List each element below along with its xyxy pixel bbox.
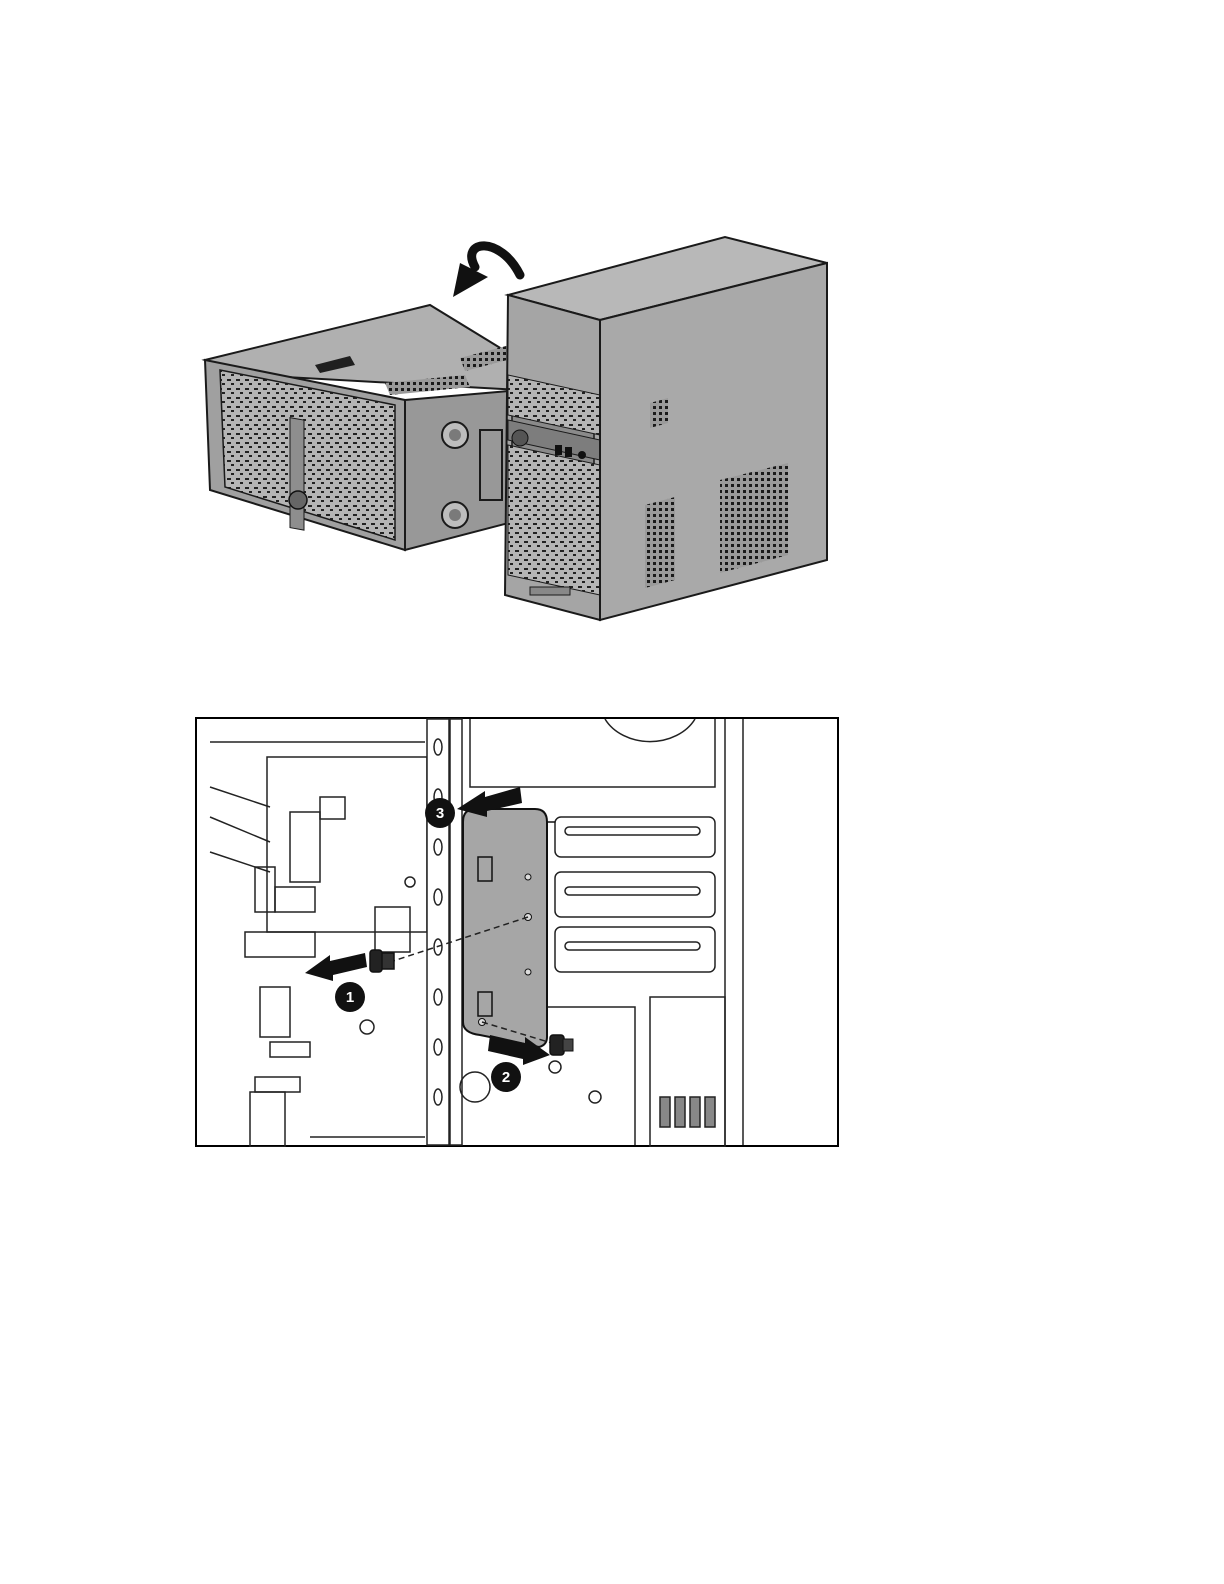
hp-logo-icon	[289, 491, 307, 509]
side-vent	[645, 497, 675, 588]
callout-label-2: 2	[502, 1069, 510, 1086]
server-rotation-illustration	[190, 225, 850, 635]
bracket-removal-illustration: 1 2 3	[195, 717, 839, 1147]
callout-label-3: 3	[436, 805, 444, 822]
usb-port-icon	[555, 445, 562, 455]
hp-logo-icon	[512, 430, 528, 446]
bracket	[463, 809, 555, 1047]
control-strip	[290, 418, 304, 530]
rotate-arrow-icon	[453, 246, 520, 297]
bracket-illustration-svg: 1 2 3	[195, 717, 839, 1147]
screw-icon	[370, 950, 394, 972]
server-lying-on-side	[205, 305, 520, 550]
server-tower-standing	[505, 237, 827, 620]
power-button-icon[interactable]	[578, 451, 586, 459]
usb-port-icon	[565, 447, 572, 457]
chassis-rail	[427, 719, 462, 1145]
side-vent	[650, 398, 668, 428]
server-illustration-svg	[190, 225, 850, 635]
side-vent	[720, 463, 788, 573]
callout-label-1: 1	[346, 989, 354, 1006]
